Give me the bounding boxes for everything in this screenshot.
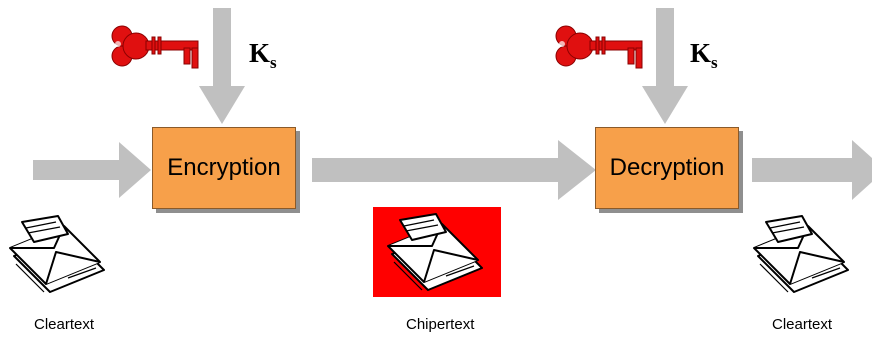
encrypt-key-subscript: s	[270, 53, 277, 72]
decrypt-key-subscript: s	[711, 53, 718, 72]
decrypt-key-symbol: K	[690, 38, 712, 68]
input-arrow	[33, 142, 151, 198]
input-caption: Cleartext	[34, 316, 95, 333]
decrypt-key-label: Ks	[690, 38, 718, 73]
cleartext-envelope-icon	[9, 215, 105, 293]
output-envelope-icon	[753, 215, 849, 293]
encrypt-key-symbol: K	[249, 38, 271, 68]
encrypt-key-arrow	[199, 8, 245, 124]
output-caption: Cleartext	[772, 316, 833, 333]
encrypt-key-label: Ks	[249, 38, 277, 73]
ciphertext-arrow	[312, 140, 596, 200]
ciphertext-envelope-icon	[387, 213, 483, 291]
decrypt-key-arrow	[642, 8, 688, 124]
encrypt-key-icon	[111, 25, 199, 69]
decrypt-key-icon	[555, 25, 643, 69]
encryption-box: Encryption	[152, 127, 296, 209]
output-arrow	[752, 140, 872, 200]
decryption-box: Decryption	[595, 127, 739, 209]
middle-caption: Chipertext	[406, 316, 475, 333]
